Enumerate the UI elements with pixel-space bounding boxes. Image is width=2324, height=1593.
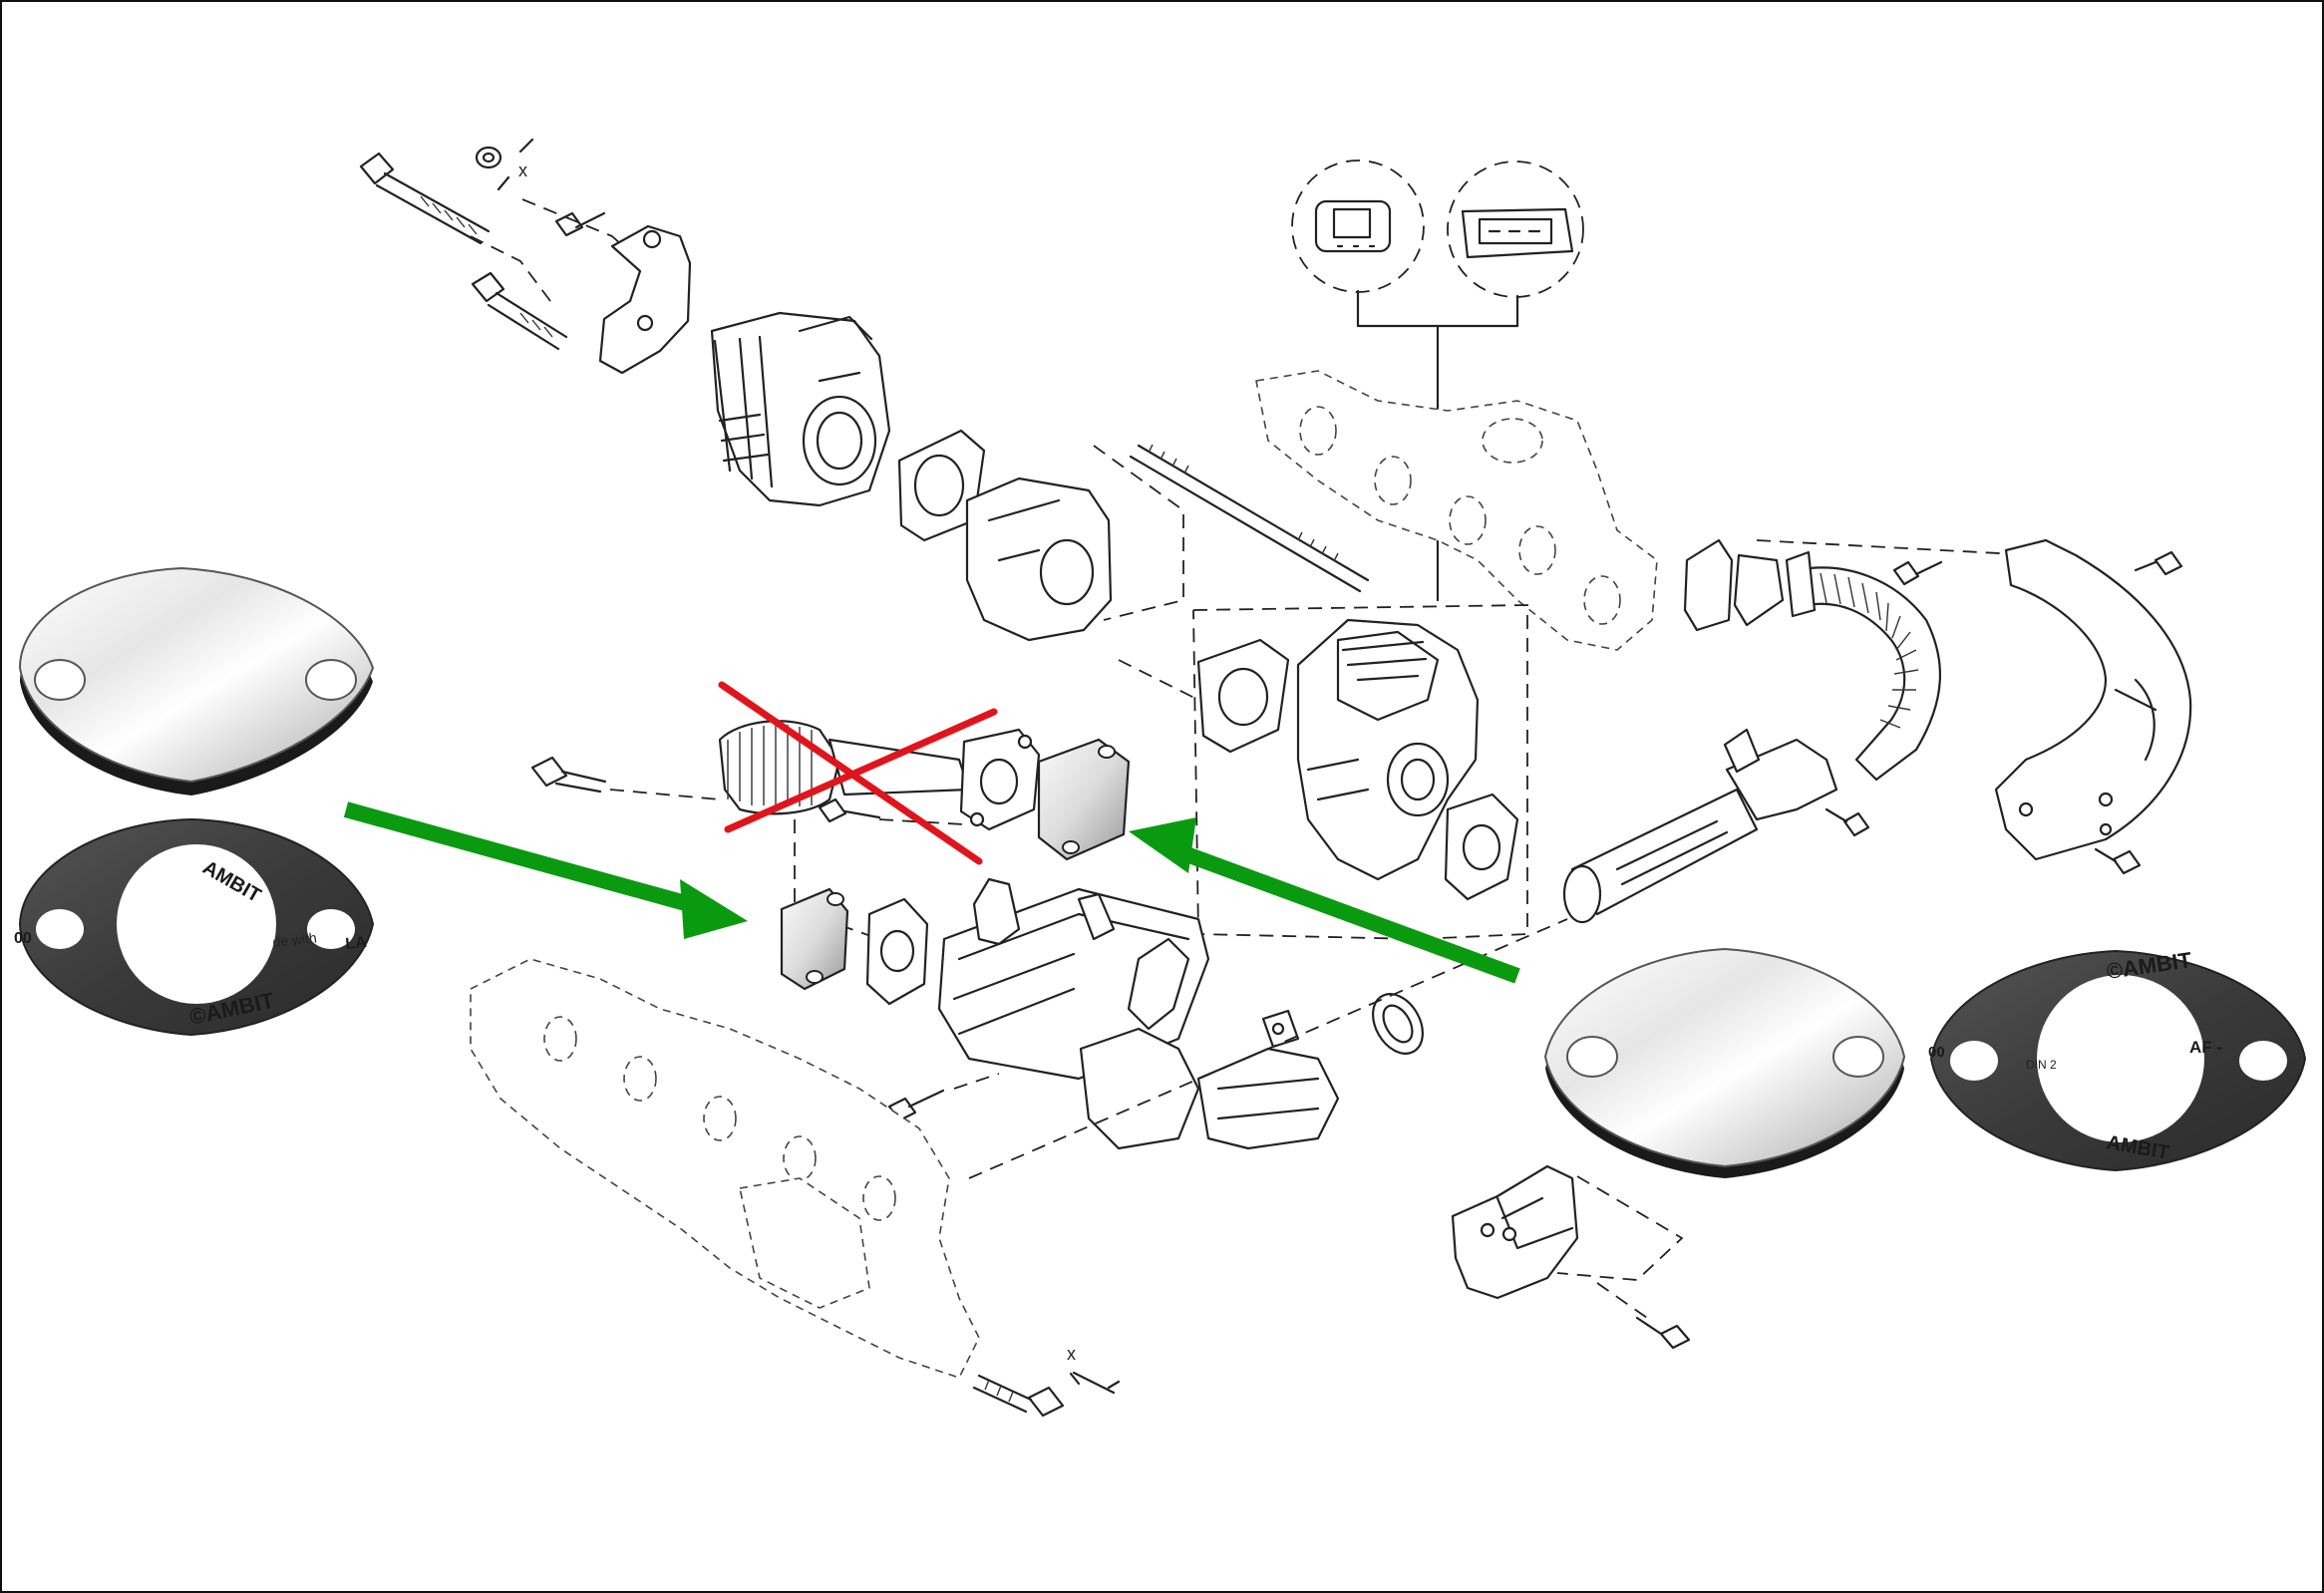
bolt-heat-shield	[2094, 847, 2142, 875]
connector-detail-right	[1447, 160, 1584, 298]
dash-guide-6	[878, 818, 965, 825]
connector-detail-left	[1291, 159, 1425, 293]
dash-box-adapter	[1093, 445, 1184, 621]
intake-manifold-ghost	[470, 958, 980, 1379]
blanking-plate-left	[18, 566, 375, 796]
throttle-body	[710, 311, 891, 507]
bolt-long-top	[359, 152, 491, 245]
dimension-mark-bottom: x	[1067, 1344, 1076, 1364]
egr-adapter	[965, 477, 1113, 642]
bolt-right-top	[1892, 560, 1943, 586]
dash-box-valve	[1192, 604, 1528, 940]
cooler-flange-left	[780, 887, 849, 991]
exhaust-manifold-ghost	[1255, 370, 1658, 651]
blanking-plate-installed-upper	[1037, 738, 1131, 861]
dash-guide-3	[1118, 659, 1199, 701]
gasket-left-fragment-3: 00	[14, 930, 32, 947]
washer-top: x	[475, 138, 534, 191]
blanking-plate-right	[1543, 947, 1906, 1178]
egr-pipe-flange	[1683, 538, 1785, 632]
long-stud	[1129, 444, 1370, 593]
bolt-right-far	[2134, 550, 2183, 576]
bolt-bracket	[1635, 1316, 1691, 1350]
egr-valve-gasket	[1196, 638, 1290, 754]
gasket-left: AMBIT ©AMBIT de with LA 00	[14, 817, 375, 1037]
bolt-bottom: x	[972, 1344, 1121, 1418]
dash-guide-8	[968, 918, 1568, 1179]
gasket-left-fragment-2: LA	[345, 934, 368, 953]
bolt-flange	[818, 797, 881, 823]
removed-part-cross	[718, 681, 998, 865]
bolt-long-middle	[471, 271, 568, 351]
gasket-right-din: DIN 2	[2026, 1058, 2057, 1072]
heat-shield	[1994, 538, 2192, 861]
dash-guide-4	[1756, 539, 2037, 556]
lower-egr-pipe	[1562, 728, 1838, 924]
arrow-right-to-plate	[1129, 817, 1520, 984]
cooler-gasket-left	[865, 897, 929, 1006]
egr-valve-outlet-gasket	[1444, 793, 1519, 901]
bolt-short-top	[554, 211, 606, 237]
gasket-right-code: AF -	[2189, 1038, 2222, 1057]
corrugated-pipe	[1785, 550, 1941, 782]
dash-guide-5	[609, 789, 721, 800]
gasket-right: ©AMBIT AMBIT AF - DIN 2 00	[1928, 947, 2307, 1172]
removed-flange-left	[959, 728, 1041, 831]
dash-guide-9	[1596, 1282, 1648, 1319]
arrow-left-to-cooler	[343, 801, 748, 939]
bolt-hose	[530, 756, 607, 794]
dash-box-cooler	[794, 819, 880, 940]
support-bracket	[1451, 1164, 1579, 1300]
dash-guide-2	[470, 235, 551, 302]
gasket-left-fragment: de with	[272, 929, 318, 950]
gasket-right-fragment: 00	[1928, 1044, 1945, 1061]
dimension-mark-top: x	[518, 160, 527, 180]
dash-guide-7	[953, 1073, 1000, 1090]
hose-clamp	[1372, 993, 1424, 1055]
bolt-pipe-lower	[1825, 807, 1870, 837]
connector-bracket	[1356, 289, 1519, 328]
throttle-bracket	[598, 224, 692, 375]
egr-valve	[1296, 618, 1480, 881]
bypass-valve	[1079, 1009, 1340, 1150]
